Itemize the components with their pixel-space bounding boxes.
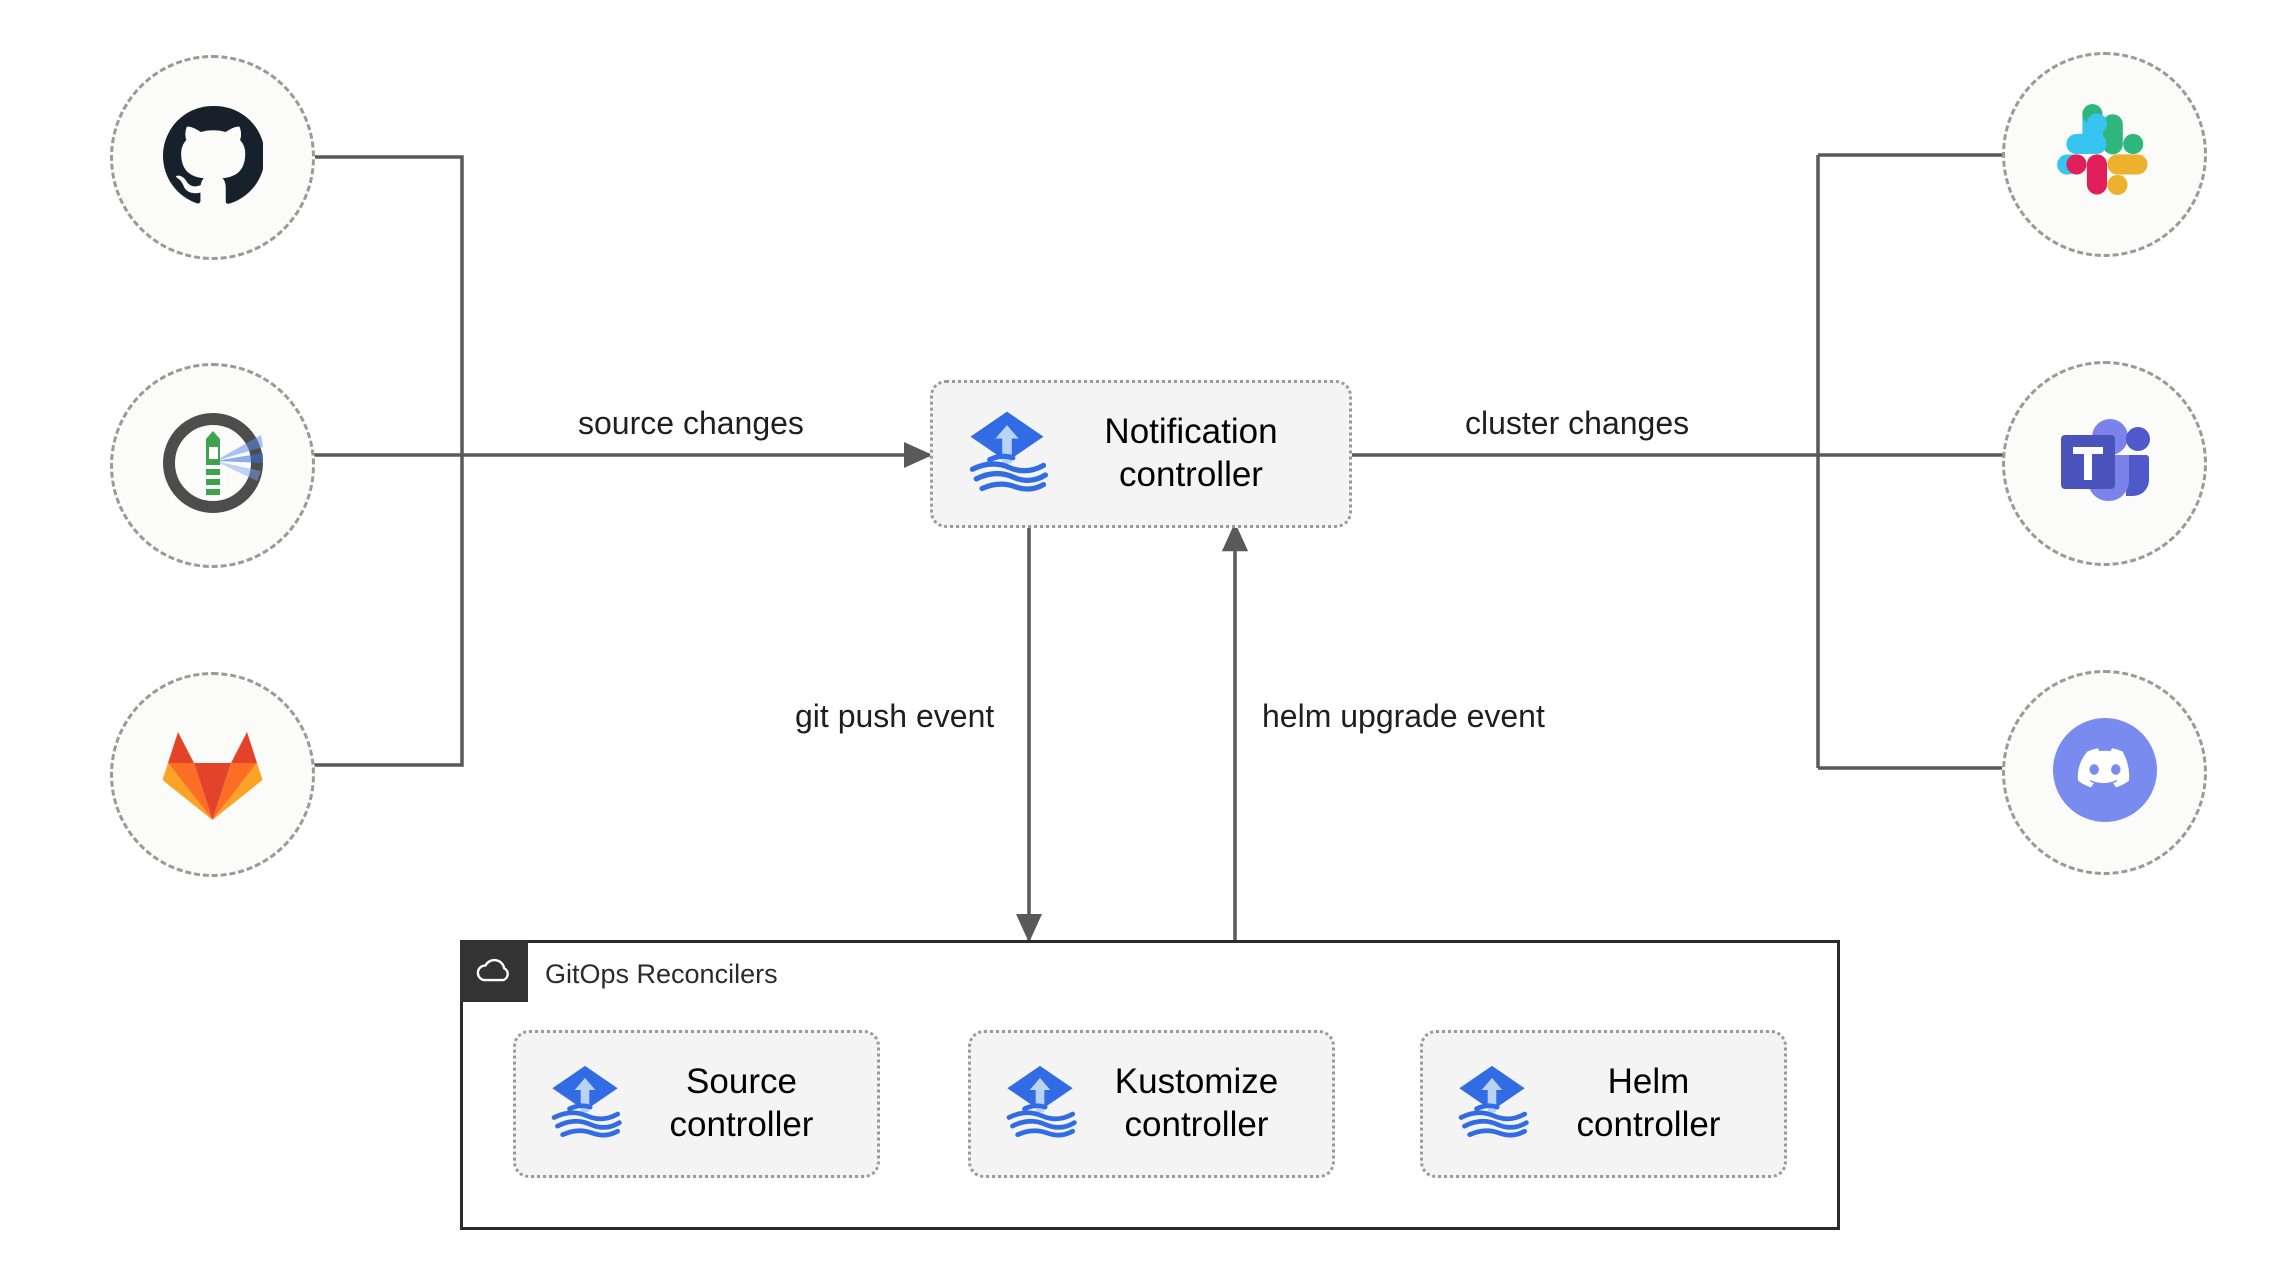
flux-logo-icon [1449,1059,1535,1150]
github-icon [162,105,265,210]
cloud-icon [460,940,528,1002]
flux-logo-icon [959,404,1055,505]
source-controller-label: Source controller [669,1062,814,1144]
edge-label-source-changes: source changes [578,405,804,441]
destination-node-slack[interactable] [2002,52,2207,257]
notification-controller-label: Notification controller [1104,412,1278,494]
source-node-gitlab[interactable] [110,672,315,877]
edge-label-cluster-changes: cluster changes [1465,405,1690,441]
discord-icon [2046,711,2164,834]
gitlab-icon [160,722,265,827]
source-node-github[interactable] [110,55,315,260]
microsoft-teams-icon [2053,411,2157,516]
source-controller-node[interactable]: Source controller [513,1030,880,1178]
helm-controller-node[interactable]: Helm controller [1420,1030,1787,1178]
edge-notification-to-destinations [1352,141,2078,782]
slack-icon [2056,104,2153,205]
flux-logo-icon [542,1059,628,1150]
helm-controller-label: Helm controller [1576,1062,1721,1144]
kustomize-controller-node[interactable]: Kustomize controller [968,1030,1335,1178]
flux-lighthouse-icon [153,403,273,528]
flux-logo-icon [997,1059,1083,1150]
notification-controller-node[interactable]: Notification controller [930,380,1352,528]
edge-sources-to-notification [213,155,933,767]
edge-label-git-push-event: git push event [795,698,995,734]
edge-label-helm-upgrade-event: helm upgrade event [1262,698,1545,734]
destination-node-teams[interactable] [2002,361,2207,566]
gitops-reconcilers-title: GitOps Reconcilers [545,959,778,989]
source-node-lighthouse[interactable] [110,363,315,568]
kustomize-controller-label: Kustomize controller [1114,1062,1279,1144]
destination-node-discord[interactable] [2002,670,2207,875]
